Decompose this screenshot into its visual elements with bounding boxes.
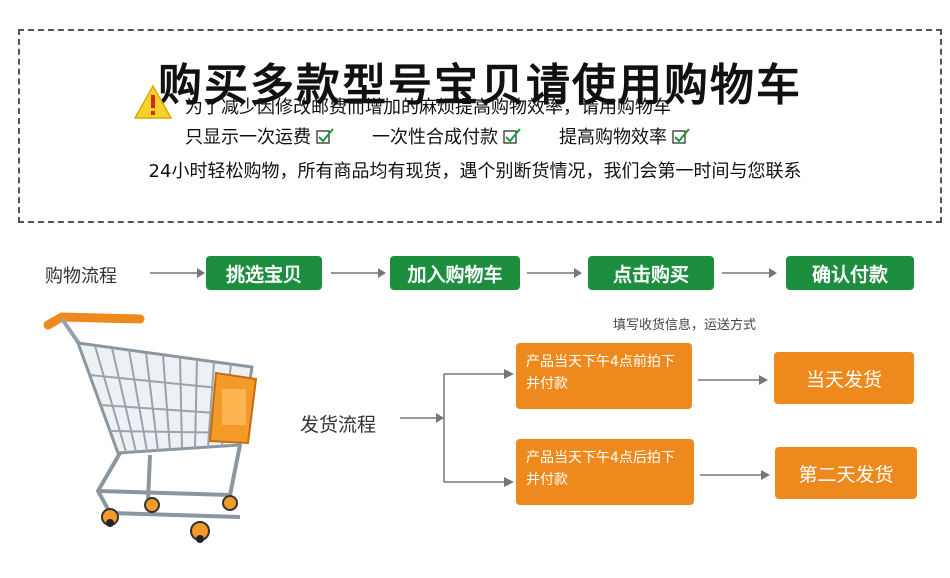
shipping-note: 填写收货信息，运送方式 bbox=[613, 318, 757, 333]
condition-after-4pm: 产品当天下午4点后拍下并付款 bbox=[516, 439, 694, 505]
arrow-right-icon bbox=[700, 470, 770, 480]
checkbox-checked-icon bbox=[503, 128, 521, 144]
checkbox-checked-icon bbox=[316, 128, 334, 144]
notice-title: 购买多款型号宝贝请使用购物车 bbox=[158, 60, 802, 111]
shipping-flow-label: 发货流程 bbox=[300, 414, 377, 436]
arrow-right-icon bbox=[698, 375, 768, 385]
result-same-day: 当天发货 bbox=[774, 352, 914, 404]
step-click-buy: 点击购买 bbox=[588, 256, 714, 290]
purchase-flow-label: 购物流程 bbox=[45, 266, 117, 287]
feature-item: 只显示一次运费 bbox=[185, 123, 334, 149]
arrow-right-icon bbox=[722, 268, 777, 278]
condition-before-4pm: 产品当天下午4点前拍下并付款 bbox=[516, 343, 692, 409]
result-next-day: 第二天发货 bbox=[775, 447, 917, 499]
arrow-right-icon bbox=[150, 268, 205, 278]
feature-label: 只显示一次运费 bbox=[185, 127, 311, 148]
notice-box: 购买多款型号宝贝请使用购物车 bbox=[18, 29, 942, 223]
notice-line-1: 为了减少因修改邮费而增加的麻烦提高购物效率，请用购物车 bbox=[185, 97, 671, 118]
shopping-cart-icon bbox=[43, 312, 258, 543]
feature-item: 一次性合成付款 bbox=[372, 123, 521, 149]
notice-line-3: 24小时轻松购物，所有商品均有现货，遇个别断货情况，我们会第一时间与您联系 bbox=[148, 161, 802, 182]
step-add-to-cart: 加入购物车 bbox=[390, 256, 520, 290]
feature-label: 一次性合成付款 bbox=[372, 127, 498, 148]
notice-features: 只显示一次运费 一次性合成付款 提高购物效率 bbox=[185, 123, 728, 149]
warning-icon bbox=[133, 84, 173, 119]
branch-connector bbox=[400, 369, 514, 487]
step-confirm-payment: 确认付款 bbox=[786, 256, 914, 290]
feature-item: 提高购物效率 bbox=[559, 123, 690, 149]
checkbox-checked-icon bbox=[672, 128, 690, 144]
arrow-right-icon bbox=[331, 268, 386, 278]
arrow-right-icon bbox=[527, 268, 582, 278]
step-select-item: 挑选宝贝 bbox=[206, 256, 322, 290]
feature-label: 提高购物效率 bbox=[559, 127, 667, 148]
